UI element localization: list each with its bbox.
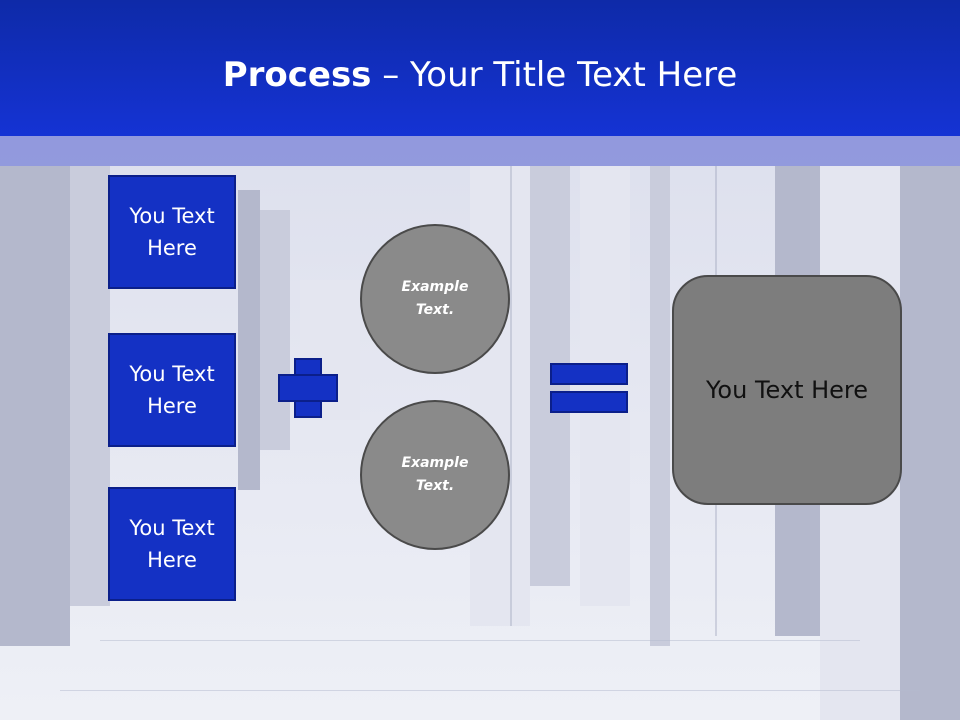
rack-seam [510,166,512,626]
server-rack [900,166,960,720]
result-label: You Text Here [705,376,869,404]
title-band [0,136,960,166]
server-rack [580,166,630,606]
input-box-label: You Text Here [129,204,215,260]
plus-icon-core [296,376,320,400]
equals-icon-top [550,363,628,385]
input-box-label: You Text Here [129,362,215,418]
slide-title: Process – Your Title Text Here [0,52,960,98]
slide-title-rest: – Your Title Text Here [371,55,738,95]
result-box[interactable]: You Text Here [672,275,902,505]
circle-label: Example Text. [401,455,469,494]
server-rack [260,210,290,450]
example-circle-1[interactable]: Example Text. [360,224,510,374]
title-bar [0,0,960,136]
equals-icon-bottom [550,391,628,413]
circle-label: Example Text. [401,279,469,318]
slide-title-bold: Process [222,55,372,95]
floor-line [60,690,920,691]
input-box-3[interactable]: You Text Here [108,487,236,601]
example-circle-2[interactable]: Example Text. [360,400,510,550]
input-box-1[interactable]: You Text Here [108,175,236,289]
server-rack [0,166,70,646]
server-rack [470,166,530,626]
input-box-2[interactable]: You Text Here [108,333,236,447]
floor-line [100,640,860,641]
server-rack [70,166,110,606]
input-box-label: You Text Here [129,516,215,572]
server-rack [238,190,260,490]
server-rack [650,166,670,646]
